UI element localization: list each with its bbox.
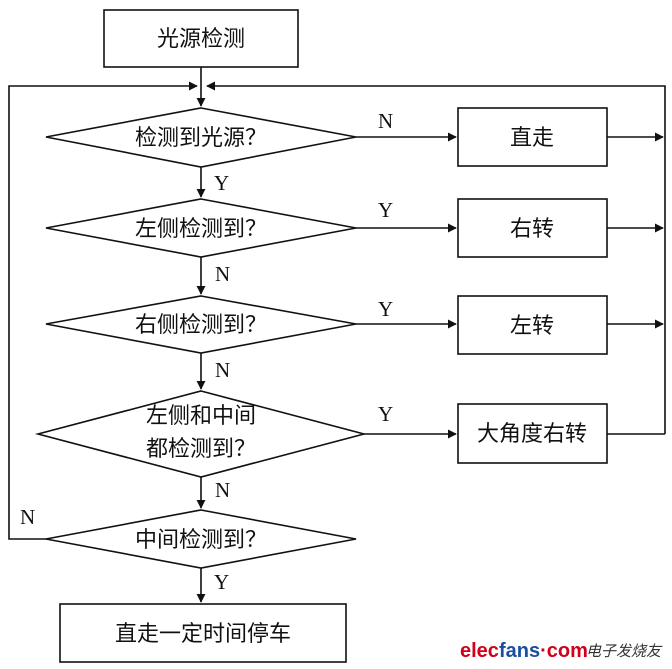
watermark-text-elec: elec: [460, 640, 499, 662]
decision-middle-label: 中间检测到？: [135, 528, 267, 553]
loop-back-right: [206, 81, 666, 434]
decision-both-label-2: 都检测到？: [146, 437, 256, 462]
branch-label: N: [215, 358, 230, 382]
branch-label: N: [215, 478, 230, 502]
action-left-label: 左转: [510, 314, 554, 339]
decision-both-label-1: 左侧和中间: [146, 404, 256, 429]
action-straight-label: 直走: [510, 126, 554, 151]
decision-source-label: 检测到光源？: [135, 126, 267, 151]
branch-label: Y: [378, 198, 393, 222]
branch-label: N: [378, 109, 393, 133]
branch-label: N: [215, 262, 230, 286]
watermark: elecfans·com 电子发烧友: [460, 640, 663, 662]
decision-right-label: 右侧检测到？: [135, 313, 267, 338]
end-label: 直走一定时间停车: [115, 622, 291, 647]
branch-label: Y: [378, 297, 393, 321]
branch-label: Y: [378, 402, 393, 426]
action-right-box: [457, 198, 608, 258]
action-bigright-label: 大角度右转: [477, 422, 587, 447]
loop-back-left: [8, 81, 198, 540]
end-box: [59, 603, 347, 663]
decision-left-label: 左侧检测到？: [135, 217, 267, 242]
action-left-box: [457, 295, 608, 355]
start-label: 光源检测: [157, 27, 245, 52]
start-box: [103, 9, 299, 68]
branch-label: Y: [214, 171, 229, 195]
branch-label: Y: [214, 570, 229, 594]
svg-text:elecfans·com: elecfans·com: [460, 640, 588, 662]
watermark-text-fans: fans: [499, 640, 540, 662]
watermark-text-cn: 电子发烧友: [586, 642, 663, 660]
action-right-label: 右转: [510, 217, 554, 242]
watermark-text-com: ·com: [540, 640, 588, 662]
branch-label: N: [20, 505, 35, 529]
action-bigright-box: [457, 403, 608, 464]
